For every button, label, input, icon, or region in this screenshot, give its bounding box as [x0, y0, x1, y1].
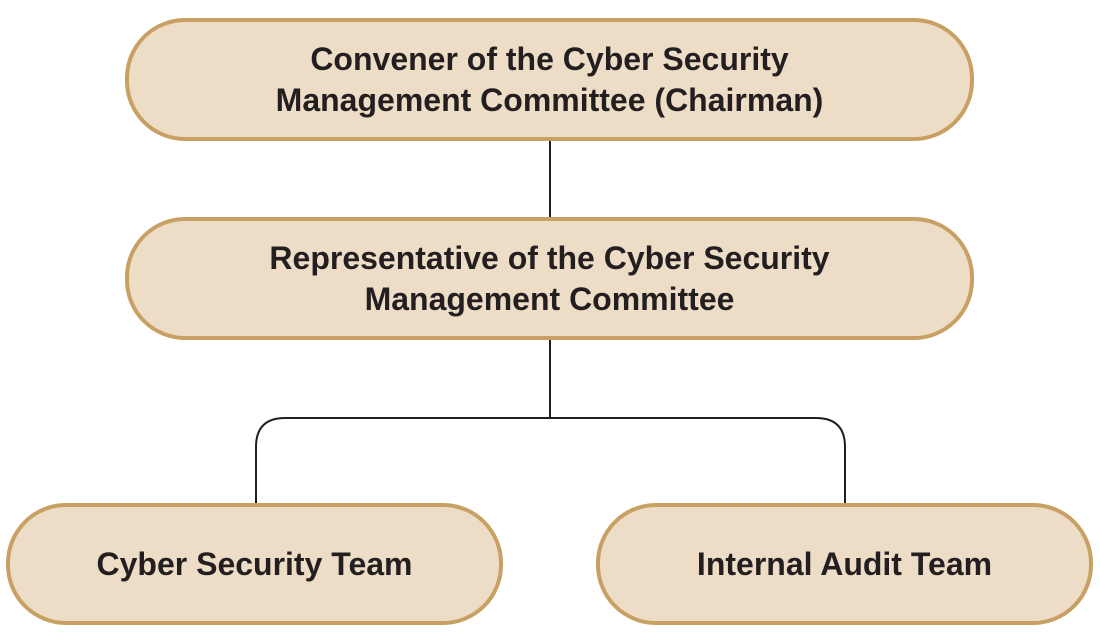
node-internal-audit-team: Internal Audit Team: [596, 503, 1093, 625]
node-representative: Representative of the Cyber Security Man…: [125, 217, 974, 340]
connector-branch-left: [255, 417, 550, 503]
node-chairman-label: Convener of the Cyber Security Managemen…: [276, 39, 824, 121]
node-internal-audit-team-label: Internal Audit Team: [696, 545, 993, 582]
node-cyber-security-team: Cyber Security Team: [6, 503, 503, 625]
node-representative-line2: Management Committee: [364, 280, 735, 317]
node-chairman: Convener of the Cyber Security Managemen…: [125, 18, 974, 141]
node-chairman-line1: Convener of the Cyber Security: [310, 40, 789, 77]
node-representative-label: Representative of the Cyber Security Man…: [269, 238, 829, 320]
node-representative-line1: Representative of the Cyber Security: [269, 239, 830, 276]
node-cyber-security-team-label: Cyber Security Team: [96, 545, 413, 582]
node-chairman-line2: Management Committee (Chairman): [275, 81, 824, 118]
connector-branch-right: [550, 417, 846, 503]
